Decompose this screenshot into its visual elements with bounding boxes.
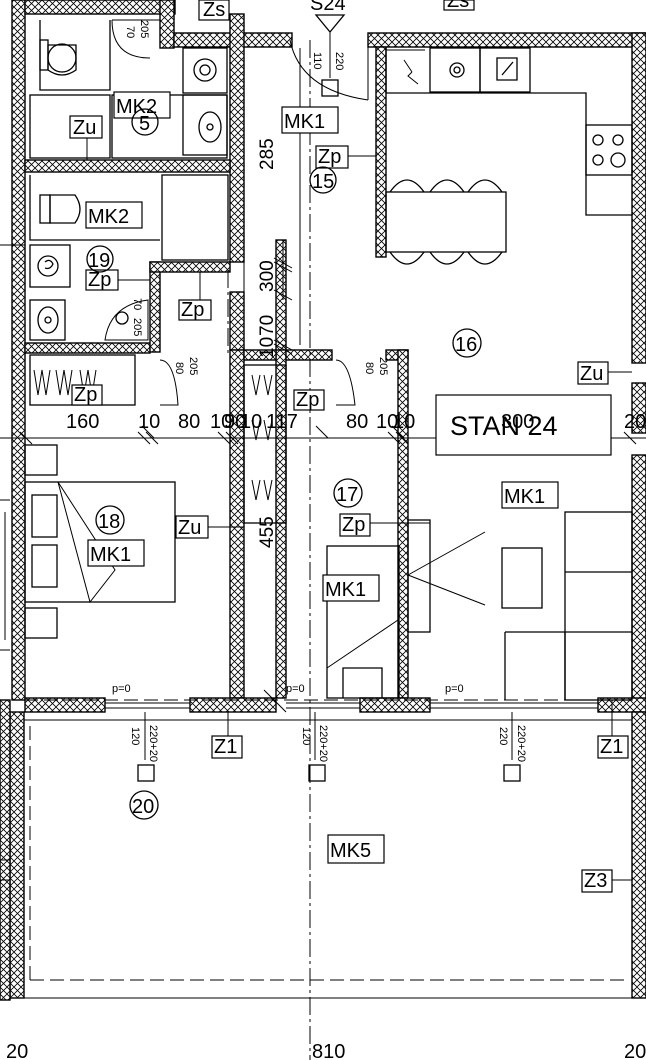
door-code-5-width: 110 [311,52,323,70]
tag-mk1-hall: MK1 [284,111,325,133]
tag-mk1-room18: MK1 [90,544,131,566]
window-mark-2: p=0 [286,683,305,695]
bottom-dimension-810: 810 [312,1041,345,1060]
tag-labels: Zs Zs S24 MK2 MK2 MK1 Zu Zp Zp Zp Zp Zp … [73,0,623,892]
bottom-dimensions: 20 810 20 [6,1041,646,1060]
door-code-4-height: 205 [377,357,389,375]
window-codes: 120 220+20 120 220+20 220 220+20 p=0 p=0… [112,683,527,762]
tag-z1-left: Z1 [214,736,237,758]
window-mark-1: p=0 [112,683,131,695]
tag-mk2-upper: MK2 [116,96,157,118]
room-numbers: 5 15 16 17 18 19 20 [88,113,477,818]
tag-zp-room17: Zp [342,514,365,536]
tag-zu-bath: Zu [73,117,96,139]
dimension-10-d: 10 [376,411,398,433]
window-code-3-width: 220 [497,727,509,745]
room-number-16: 16 [455,334,477,356]
window-code-1-height: 220+20 [147,725,159,762]
dimension-300-vertical: 300 [257,260,278,292]
dimension-10-c: 10 [240,411,262,433]
door-code-5-height: 220 [333,52,345,70]
walls [0,0,646,1001]
dimension-20-right: 20 [624,411,646,433]
room-number-20: 20 [132,796,154,818]
dimension-117: 117 [266,411,298,433]
tag-mk1-room17: MK1 [325,579,366,601]
room-number-19: 19 [88,250,110,272]
door-code-1-width: 70 [124,26,136,38]
dimension-160: 160 [66,411,99,433]
room-number-15: 15 [312,171,334,193]
window-code-2-width: 120 [300,727,312,745]
room-number-18: 18 [98,511,120,533]
room-number-5: 5 [139,113,150,135]
dimension-300: 300 [501,411,534,433]
window-code-1-width: 120 [129,727,141,745]
tag-mk2-lower: MK2 [88,206,129,228]
window-code-3-height: 220+20 [515,725,527,762]
interior-lines [0,14,633,999]
dimension-10-a: 10 [138,411,160,433]
dimension-10-e: 10 [393,411,415,433]
room-number-17: 17 [336,484,358,506]
tag-zp-small: Zp [181,299,204,321]
tag-zp-corr: Zp [296,389,319,411]
horizontal-dimensions: 160 10 80 10 90 10 117 80 10 10 300 20 [66,411,646,433]
window-code-2-height: 220+20 [317,725,329,762]
dimension-90: 90 [224,411,246,433]
bottom-dimension-20-right: 20 [624,1041,646,1060]
vertical-dimensions: 285 300 70 10 455 [257,138,278,548]
bottom-dimension-20-left: 20 [6,1041,28,1060]
tag-zp-closet: Zp [74,384,97,406]
dimension-10-vertical: 10 [257,337,278,358]
tag-boxes [69,0,629,893]
tag-zp-hall: Zp [318,146,341,168]
tag-zs-top-right: Zs [447,0,469,12]
tag-s24: S24 [310,0,346,15]
tag-zs-top-left: Zs [203,0,225,21]
door-code-2-height: 205 [131,318,143,336]
tag-mk5: MK5 [330,840,371,862]
dimension-70: 70 [257,315,278,336]
door-code-3-width: 80 [173,362,185,374]
tag-zu-room18: Zu [178,517,201,539]
tag-zu-living: Zu [580,363,603,385]
door-code-3-height: 205 [187,357,199,375]
tag-zp-wc: Zp [88,269,111,291]
tag-z1-right: Z1 [600,736,623,758]
apartment-title: STAN 24 [450,411,558,441]
dimension-10-b: 10 [210,411,232,433]
door-codes: 70 205 70 205 80 205 80 205 110 220 [124,20,389,375]
tag-mk1-living: MK1 [504,486,545,508]
dimension-80-a: 80 [178,411,200,433]
window-mark-3: p=0 [445,683,464,695]
tag-z3: Z3 [584,870,607,892]
dimension-455: 455 [257,516,278,548]
room-number-circles [86,108,482,820]
door-code-1-height: 205 [138,20,150,38]
door-code-4-width: 80 [363,362,375,374]
dimension-285: 285 [257,138,278,170]
dimension-ticks [19,240,637,713]
dimension-80-b: 80 [346,411,368,433]
door-code-2-width: 70 [131,298,143,310]
